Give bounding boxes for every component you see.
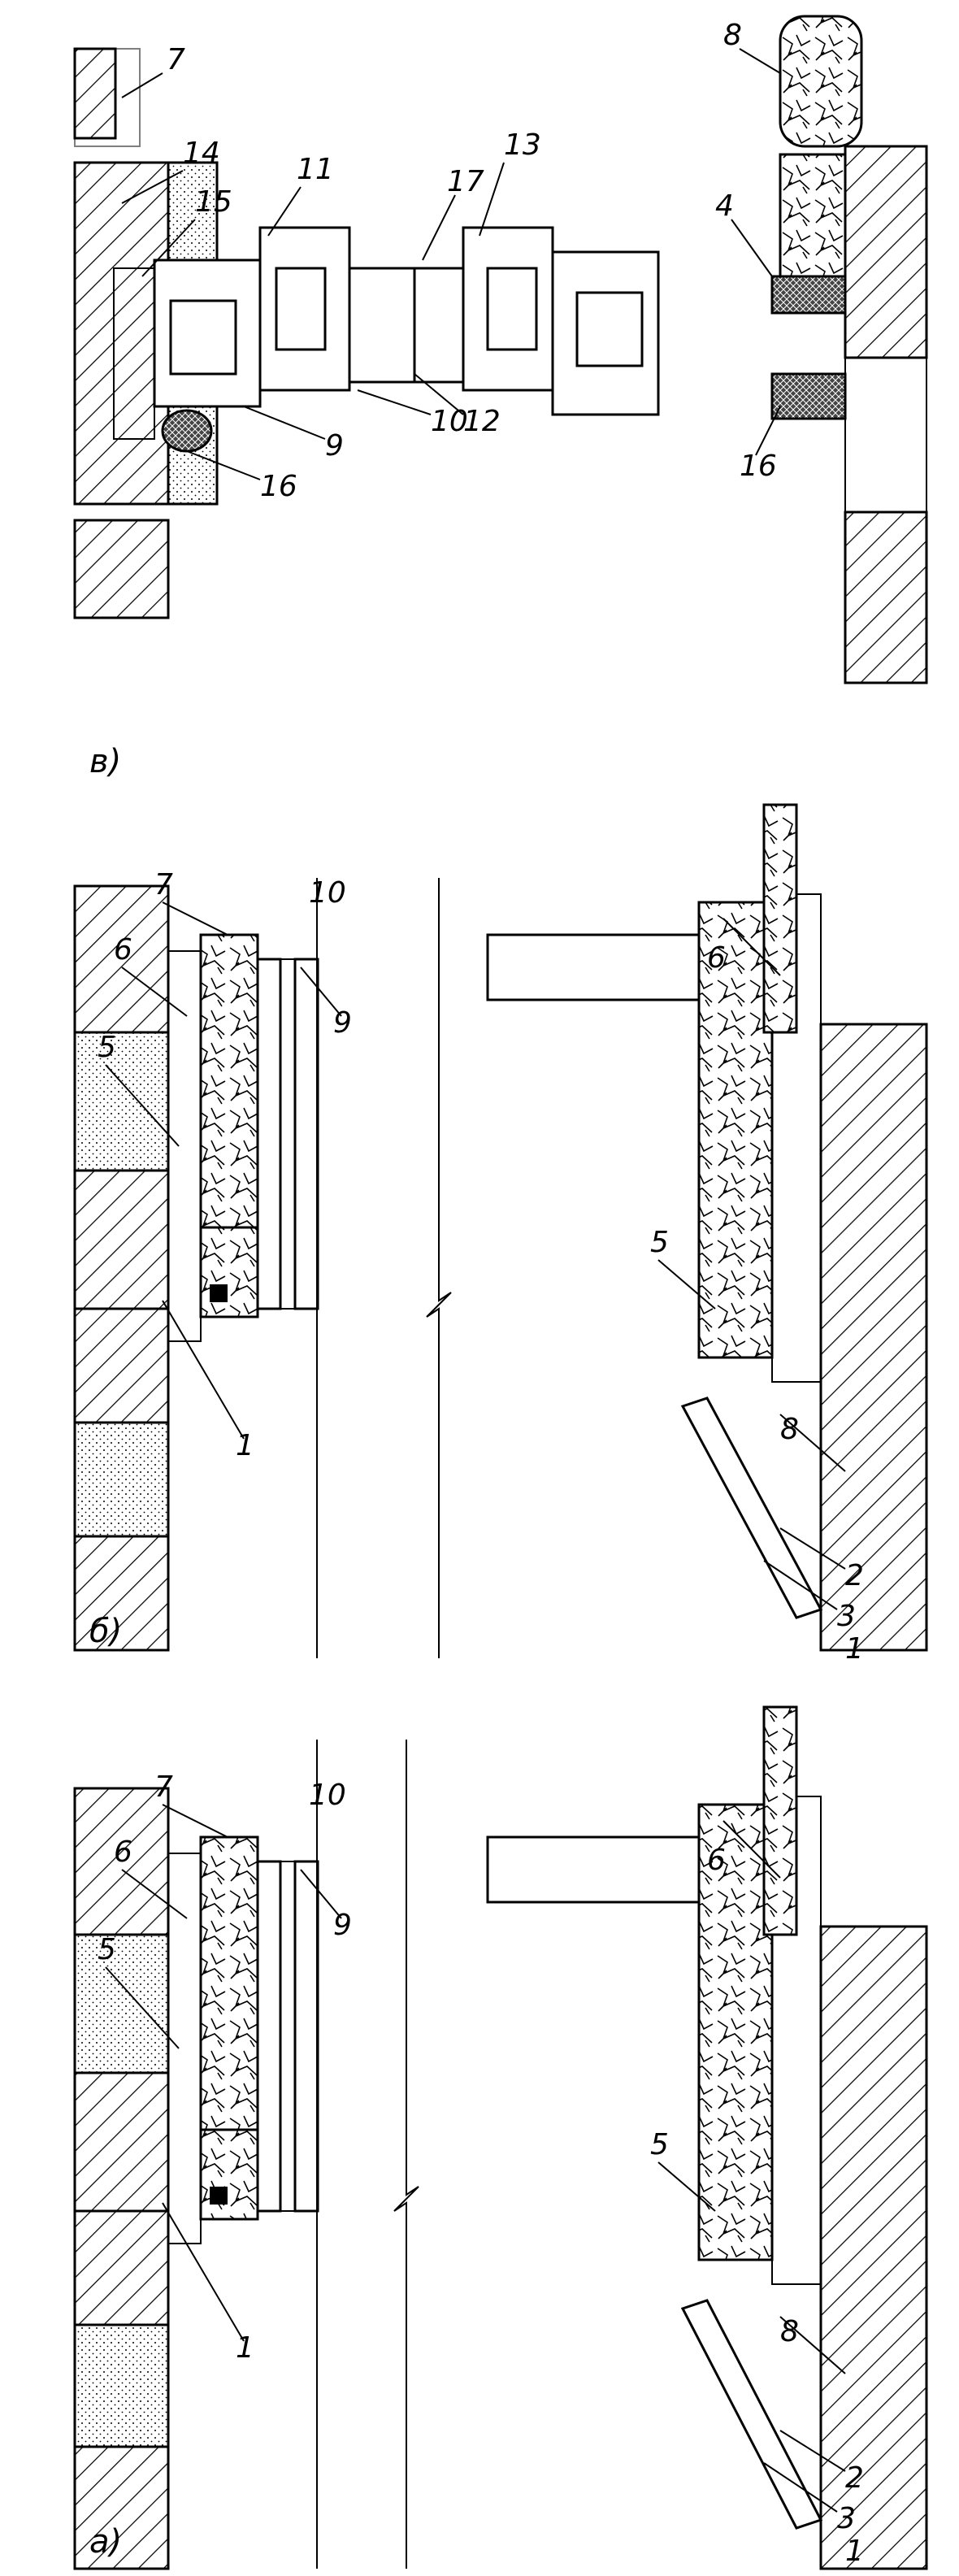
frame-profile-top: [199, 1835, 259, 2131]
break-line: [393, 1740, 419, 2569]
wall-plaster-upper: [73, 1031, 170, 1172]
wall-sill: [819, 1925, 928, 2570]
plaster-left-top: [74, 48, 141, 147]
label: 6: [707, 941, 726, 975]
wall-plaster-lower: [73, 2323, 170, 2448]
label: 8: [780, 2315, 799, 2348]
caption-c: в): [89, 743, 121, 780]
label: 9: [333, 1006, 352, 1040]
window-sill-board: [762, 803, 798, 1034]
label: 15: [195, 185, 232, 219]
label: 5: [98, 1031, 116, 1064]
label: 13: [504, 128, 541, 162]
wall-masonry-mid: [73, 2071, 170, 2213]
panel-a: а) 1 2 3 5 6 5 6 7 8 9 10 1: [73, 1705, 928, 2570]
panel-b: б) 1 2 3 5 6 5 6 7 8 9 10 1: [73, 803, 928, 1666]
label: 16: [740, 450, 777, 483]
wall-left-top: [73, 47, 117, 140]
frame-filler-right: [779, 153, 855, 278]
glass-pane-2: [293, 1860, 319, 2213]
drip-flashing: [680, 1397, 823, 1619]
insulation-top: [167, 950, 202, 1342]
label: 10: [309, 1779, 346, 1812]
caption-b: б): [89, 1613, 122, 1650]
label: 1: [845, 1632, 864, 1666]
label: 5: [650, 1226, 669, 1259]
seal-right-top: [770, 275, 847, 315]
sash-left-chamber: [275, 267, 327, 351]
wall-masonry-lower: [73, 1307, 170, 1424]
wall-right-top: [844, 145, 928, 359]
glass-pane-2: [293, 958, 319, 1310]
label: 10: [309, 876, 346, 910]
label: 8: [723, 19, 742, 52]
sealant-block: [210, 1284, 228, 1302]
frame-seal-top: [199, 2128, 259, 2221]
glass-pane-1: [256, 1860, 282, 2213]
glass-pane-1: [256, 958, 282, 1310]
wall-masonry-lower: [73, 2209, 170, 2326]
glass-gap: [280, 958, 296, 1310]
window-sill-board: [762, 1705, 798, 1936]
wall-left-bottom: [73, 519, 170, 619]
label: 8: [780, 1413, 799, 1446]
sash-right-chamber: [486, 267, 538, 351]
wall-masonry-mid: [73, 1169, 170, 1310]
label: 9: [325, 429, 344, 463]
wall-sill: [819, 1023, 928, 1652]
label: 3: [837, 1600, 856, 1633]
label: 14: [183, 137, 220, 170]
label: 7: [154, 868, 173, 901]
seal-right-bottom: [770, 372, 847, 420]
label: 16: [260, 470, 297, 503]
wall-masonry-base: [73, 2445, 170, 2570]
label: 2: [845, 1559, 864, 1592]
label: 5: [650, 2128, 669, 2161]
insulation-top: [167, 1853, 202, 2244]
label: 2: [845, 2461, 864, 2495]
label: 1: [845, 2535, 864, 2568]
wall-plaster-upper: [73, 1933, 170, 2074]
wall-right-bottom: [844, 510, 928, 684]
label: 7: [154, 1770, 173, 1804]
frame-left-chamber: [169, 299, 237, 376]
wall-left-main: [73, 161, 170, 506]
wall-masonry-upper: [73, 1787, 170, 1936]
label: 12: [463, 405, 501, 438]
label: 1: [236, 1429, 254, 1462]
label: 6: [707, 1844, 726, 1877]
glass-right: [413, 267, 465, 384]
glass-left: [348, 267, 416, 384]
label: 17: [447, 165, 484, 198]
label: 4: [715, 189, 734, 223]
caption-a: а): [89, 2523, 122, 2561]
label: 6: [114, 933, 132, 967]
frame-seal-top: [199, 1226, 259, 1318]
frame-profile-bottom: [697, 901, 774, 1359]
insulation-right: [844, 357, 927, 513]
panel-c: в) 7 14 15 11 13 17 12 10 9 16 8 4 16: [73, 15, 928, 780]
glass-gap: [280, 1861, 296, 2212]
label: 9: [333, 1909, 352, 1942]
label: 1: [236, 2331, 254, 2365]
glass-lower: [486, 933, 733, 1001]
label: 6: [114, 1835, 132, 1869]
seal-cord-left: [161, 409, 213, 453]
glass-lower: [486, 1835, 733, 1904]
frame-profile-top: [199, 933, 259, 1229]
wall-masonry-base: [73, 1535, 170, 1652]
sealant-block: [210, 2187, 228, 2205]
drip-flashing: [680, 2299, 823, 2530]
label: 7: [167, 43, 185, 76]
sill-right: [779, 15, 863, 148]
label: 10: [431, 405, 468, 438]
break-line: [426, 878, 452, 1658]
label: 11: [297, 153, 334, 186]
label: 3: [837, 2502, 856, 2535]
wall-plaster-lower: [73, 1421, 170, 1538]
frame-right-chamber: [575, 291, 644, 367]
frame-profile-bottom: [697, 1803, 774, 2261]
label: 5: [98, 1933, 116, 1966]
